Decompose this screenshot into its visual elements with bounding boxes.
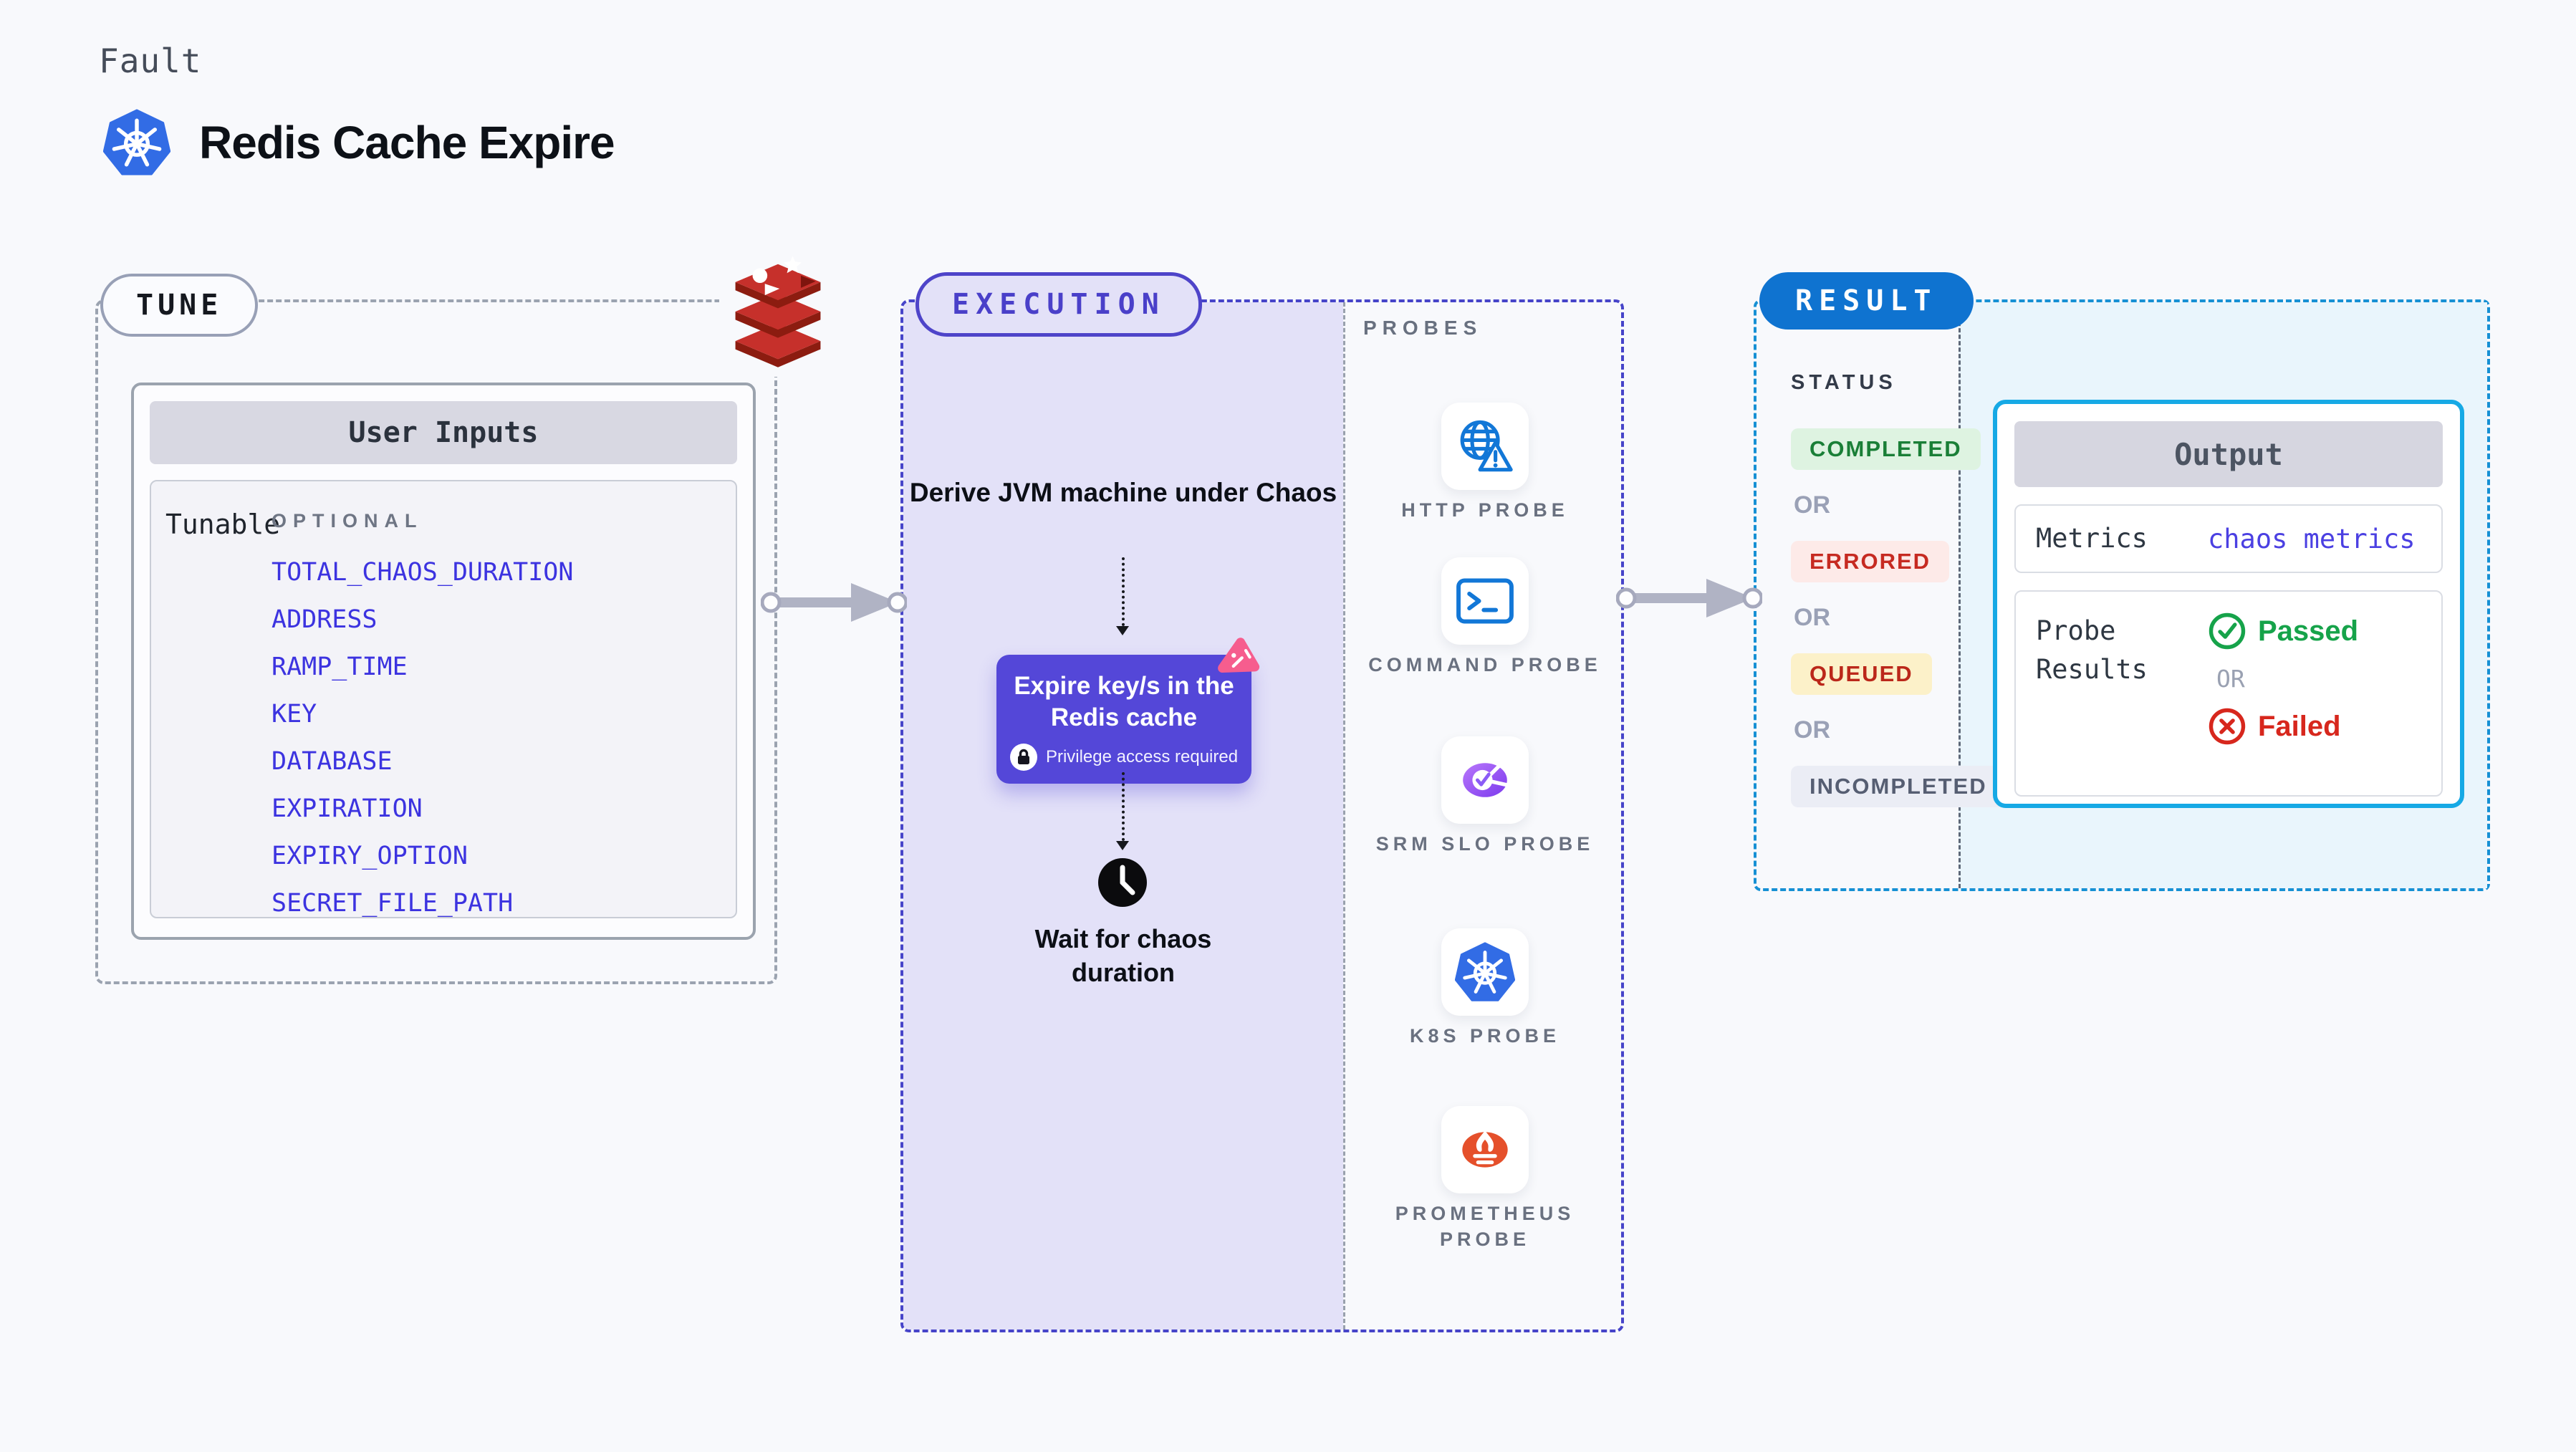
lock-icon xyxy=(1009,743,1037,771)
user-inputs-body: Tunable OPTIONAL TOTAL_CHAOS_DURATION AD… xyxy=(150,480,737,918)
metrics-label: Metrics xyxy=(2036,523,2148,554)
failed-label: Failed xyxy=(2258,710,2341,742)
k8s-probe-card xyxy=(1441,928,1529,1016)
user-inputs-card: User Inputs Tunable OPTIONAL TOTAL_CHAOS… xyxy=(131,383,756,940)
command-probe-card xyxy=(1441,557,1529,645)
probe-results-label: Probe Results xyxy=(2036,615,2148,685)
tunable-label: Tunable xyxy=(165,509,281,540)
param-secret-file-path[interactable]: SECRET_FILE_PATH xyxy=(271,889,514,918)
arrow-down-icon xyxy=(1116,626,1129,635)
optional-label: OPTIONAL xyxy=(271,510,423,532)
probes-column: PROBES HTTP PROBE xyxy=(1343,302,1621,1330)
status-badge-queued: QUEUED xyxy=(1791,653,1932,695)
param-expiration[interactable]: EXPIRATION xyxy=(271,794,423,823)
privilege-note: Privilege access required xyxy=(1045,746,1239,766)
passed-icon xyxy=(2209,612,2246,650)
srm-slo-probe-label: SRM SLO PROBE xyxy=(1375,833,1595,855)
http-probe-icon xyxy=(1460,420,1513,472)
param-database[interactable]: DATABASE xyxy=(271,747,393,776)
flow-arrow-icon xyxy=(1615,573,1764,627)
or-separator: OR xyxy=(1794,491,1830,519)
flow-arrow-icon xyxy=(760,577,908,631)
wait-step-text: Wait for chaos duration xyxy=(1034,924,1212,987)
output-title: Output xyxy=(2014,421,2443,487)
passed-label: Passed xyxy=(2258,615,2359,647)
fault-action-box: Expire key/s in the Redis cache Privileg… xyxy=(996,638,1260,784)
k8s-probe-icon xyxy=(1455,942,1515,1001)
execution-pill[interactable]: EXECUTION xyxy=(915,272,1202,337)
probe-results-row: Probe Results Passed OR xyxy=(2014,590,2443,797)
kubernetes-icon xyxy=(102,107,171,181)
srm-slo-probe-icon xyxy=(1463,762,1509,797)
fault-kicker: Fault xyxy=(99,42,202,80)
result-divider xyxy=(1959,302,1961,888)
fault-action-title: Expire key/s in the Redis cache xyxy=(1014,672,1234,731)
or-separator: OR xyxy=(2216,665,2245,693)
page-title: Redis Cache Expire xyxy=(199,117,615,168)
or-separator: OR xyxy=(1794,716,1830,744)
dotted-connector xyxy=(1122,557,1125,626)
or-separator: OR xyxy=(1794,604,1830,631)
status-badge-completed: COMPLETED xyxy=(1791,428,1981,470)
status-label: STATUS xyxy=(1791,371,1897,394)
dotted-connector xyxy=(1122,772,1125,841)
probes-label: PROBES xyxy=(1363,317,1483,339)
param-address[interactable]: ADDRESS xyxy=(271,605,378,634)
litmus-icon xyxy=(1213,634,1264,688)
arrow-down-icon xyxy=(1116,841,1129,850)
param-key[interactable]: KEY xyxy=(271,700,317,729)
status-list: COMPLETED OR ERRORED OR QUEUED OR INCOMP… xyxy=(1791,428,2006,807)
failed-icon xyxy=(2209,708,2246,745)
command-probe-label: COMMAND PROBE xyxy=(1368,654,1602,675)
tune-section-box xyxy=(95,299,777,984)
prometheus-probe-card xyxy=(1441,1106,1529,1193)
srm-slo-probe-card xyxy=(1441,736,1529,824)
prometheus-probe-label: PROMETHEUS PROBE xyxy=(1395,1203,1575,1251)
param-expiry-option[interactable]: EXPIRY_OPTION xyxy=(271,842,468,870)
prometheus-probe-icon xyxy=(1462,1130,1508,1168)
http-probe-card xyxy=(1441,403,1529,490)
derive-step-text: Derive JVM machine under Chaos xyxy=(909,478,1337,507)
output-panel: Output Metrics chaos metrics Probe Resul… xyxy=(1993,400,2464,808)
param-total-chaos-duration[interactable]: TOTAL_CHAOS_DURATION xyxy=(271,558,574,587)
status-badge-errored: ERRORED xyxy=(1791,541,1950,582)
command-probe-icon xyxy=(1456,578,1514,624)
result-section-box: STATUS COMPLETED OR ERRORED OR QUEUED OR… xyxy=(1754,299,2490,891)
status-badge-incompleted: INCOMPLETED xyxy=(1791,766,2006,807)
http-probe-label: HTTP PROBE xyxy=(1401,499,1569,521)
metrics-value: chaos metrics xyxy=(2208,523,2416,554)
clock-icon xyxy=(1097,857,1148,912)
result-pill[interactable]: RESULT xyxy=(1759,272,1974,330)
redis-icon xyxy=(719,246,837,377)
probes-divider xyxy=(1343,302,1345,1330)
execution-section-box: Derive JVM machine under Chaos Expire ke… xyxy=(900,299,1624,1332)
user-inputs-title: User Inputs xyxy=(150,401,737,464)
metrics-row: Metrics chaos metrics xyxy=(2014,504,2443,573)
tune-pill[interactable]: TUNE xyxy=(100,274,259,337)
k8s-probe-label: K8S PROBE xyxy=(1409,1025,1561,1047)
param-ramp-time[interactable]: RAMP_TIME xyxy=(271,653,408,681)
